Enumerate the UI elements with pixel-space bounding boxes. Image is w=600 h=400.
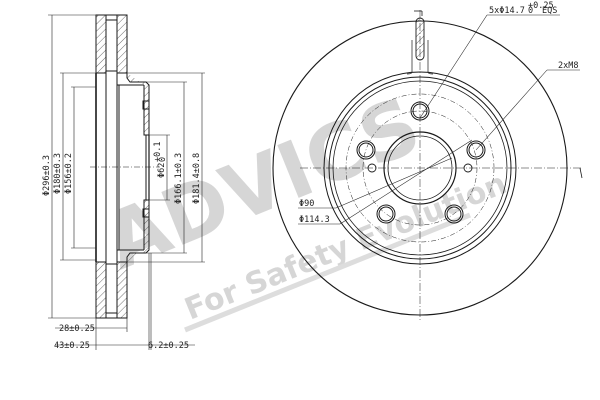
dim-total-height: 43±0.25 bbox=[54, 341, 90, 351]
callout-threaded-holes: 2xM8 bbox=[558, 61, 578, 71]
dim-diameter-156: Φ156±0.2 bbox=[64, 153, 74, 194]
dim-outer-diameter: Φ296±0.3 bbox=[42, 155, 52, 196]
front-view bbox=[272, 10, 583, 320]
svg-text:+0.1: +0.1 bbox=[153, 142, 163, 162]
svg-text:5xΦ14.7: 5xΦ14.7 bbox=[489, 6, 525, 16]
front-view-leaders bbox=[298, 14, 580, 225]
section-view bbox=[90, 14, 160, 319]
svg-text:Φ62: Φ62 bbox=[157, 163, 167, 178]
svg-text:EQS: EQS bbox=[542, 6, 557, 16]
callout-pcd: Φ114.3 bbox=[299, 215, 330, 225]
dim-thickness: 28±0.25 bbox=[59, 324, 95, 334]
svg-text:0: 0 bbox=[158, 157, 168, 162]
front-view-callouts: 5xΦ14.7 +0.25 0 EQS 2xM8 Φ90 Φ114.3 bbox=[299, 1, 578, 225]
callout-bolt-holes: 5xΦ14.7 +0.25 0 EQS bbox=[489, 1, 557, 16]
dim-hat-outer-diameter: Φ181.4±0.8 bbox=[192, 153, 202, 204]
dim-center-bore: Φ62 +0.1 0 bbox=[153, 142, 168, 178]
section-dimension-texts: Φ296±0.3 Φ180±0.3 Φ156±0.2 Φ62 +0.1 0 Φ1… bbox=[42, 142, 202, 351]
svg-text:0: 0 bbox=[528, 6, 533, 16]
dim-diameter-180: Φ180±0.3 bbox=[53, 153, 63, 194]
svg-text:+0.25: +0.25 bbox=[528, 1, 554, 11]
dim-hat-thickness: 6.2±0.25 bbox=[148, 341, 189, 351]
section-dimension-lines bbox=[48, 14, 205, 350]
callout-inner-diameter: Φ90 bbox=[299, 199, 314, 209]
bolt-holes bbox=[356, 101, 486, 224]
dim-hat-diameter: Φ166.1±0.3 bbox=[174, 153, 184, 204]
